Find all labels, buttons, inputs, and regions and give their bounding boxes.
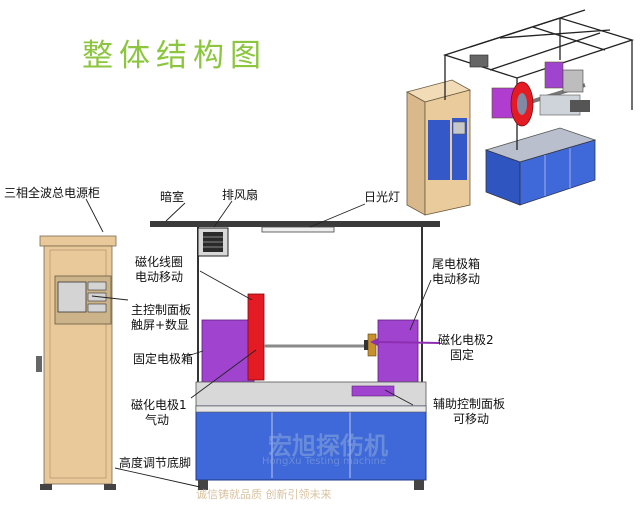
watermark-brand-en: HongXu Testing machine [262, 456, 386, 467]
front-view [36, 198, 441, 490]
power-cabinet-label: 三相全波总电源柜 [4, 186, 101, 200]
aux-panel-label-line2: 可移动 [453, 412, 490, 426]
isometric-view [405, 9, 635, 216]
coil-label: 磁化线圈 电动移动 [135, 255, 183, 285]
darkroom-label: 暗室 [160, 190, 185, 204]
main-panel-label-line2: 触屏+数显 [131, 318, 190, 332]
tail-box-label-line2: 电动移动 [432, 272, 481, 286]
fixed-box-label: 固定电极箱 [133, 352, 194, 366]
electrode1-label-line2: 气动 [145, 413, 170, 427]
diagram-title: 整体结构图 [82, 38, 267, 74]
electrode2-label-line2: 固定 [450, 348, 475, 362]
coil-label-line2: 电动移动 [135, 270, 184, 284]
electrode2-label-line1: 磁化电极2 [438, 333, 494, 347]
electrode1-label: 磁化电极1 气动 [131, 398, 187, 428]
coil-label-line1: 磁化线圈 [135, 255, 184, 269]
main-panel-label: 主控制面板 触屏+数显 [131, 303, 191, 333]
electrode1-label-line1: 磁化电极1 [131, 398, 187, 412]
foot-label: 高度调节底脚 [119, 456, 192, 470]
main-panel-label-line1: 主控制面板 [131, 303, 192, 317]
watermark-brand: 宏旭探伤机 [268, 432, 388, 460]
electrode2-label: 磁化电极2 固定 [438, 333, 494, 363]
aux-panel-label: 辅助控制面板 可移动 [433, 397, 505, 427]
exhaust-fan-label: 排风扇 [222, 188, 259, 202]
tail-box-label-line1: 尾电极箱 [432, 257, 481, 271]
tail-box-label: 尾电极箱 电动移动 [432, 257, 480, 287]
aux-panel-label-line1: 辅助控制面板 [433, 397, 506, 411]
watermark-slogan: 诚信铸就品质 创新引领未来 [196, 488, 332, 501]
fluorescent-lamp-label: 日光灯 [364, 190, 401, 204]
